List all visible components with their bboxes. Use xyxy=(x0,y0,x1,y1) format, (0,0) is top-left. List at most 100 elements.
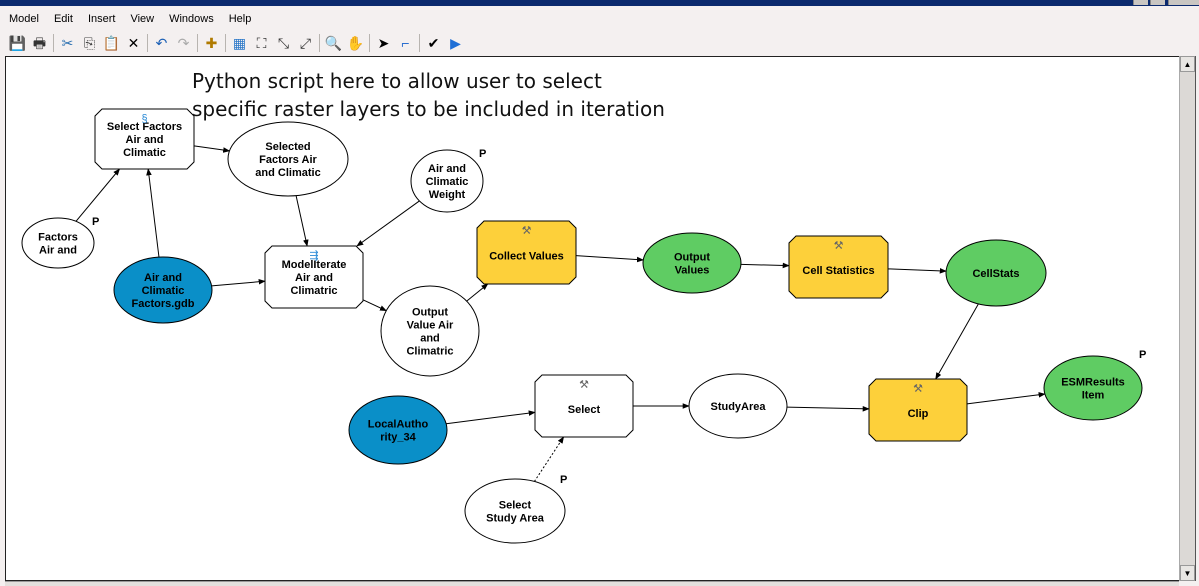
undo-button[interactable]: ↶ xyxy=(152,33,171,53)
menu-edit[interactable]: Edit xyxy=(53,13,73,25)
node-label: Factors.gdb xyxy=(132,298,195,310)
node-shape xyxy=(410,149,484,213)
node-shape xyxy=(94,108,195,170)
connector-select_study_area-to-select[interactable] xyxy=(533,436,565,482)
node-shape xyxy=(227,121,349,197)
model-annotation: Python script here to allow user to sele… xyxy=(192,67,665,123)
connector-study_area-to-clip[interactable] xyxy=(786,405,870,412)
node-label: Climatic xyxy=(426,176,469,188)
node-label: Select xyxy=(499,500,532,512)
connector-output_values-to-cell_statistics[interactable] xyxy=(740,262,790,269)
connector-air_gdb-to-model_iterate[interactable] xyxy=(211,278,266,287)
delete-icon: ✕ xyxy=(127,35,140,51)
node-label: Air and xyxy=(126,134,164,146)
full-extent-button[interactable]: ⛶ xyxy=(252,33,271,53)
annotation-line-2: specific raster layers to be included in… xyxy=(192,97,665,121)
paste-icon: 📋 xyxy=(102,35,121,51)
delete-button[interactable]: ✕ xyxy=(124,33,143,53)
hammer-icon: ⚒ xyxy=(834,240,844,252)
copy-button[interactable]: ⎘ xyxy=(80,33,99,53)
toolbar-separator xyxy=(419,34,420,52)
pan-button[interactable]: ✋ xyxy=(346,33,365,53)
connector-cell_statistics-to-cellstats[interactable] xyxy=(887,268,947,274)
cut-button[interactable]: ✂ xyxy=(58,33,77,53)
redo-button[interactable]: ↷ xyxy=(174,33,193,53)
node-shape xyxy=(1043,355,1143,421)
scroll-down-button[interactable]: ▼ xyxy=(1180,565,1195,581)
auto-layout-button[interactable]: ▦ xyxy=(230,33,249,53)
connect-button[interactable]: ⌐ xyxy=(396,33,415,53)
model-node-cellstats[interactable]: CellStats xyxy=(945,239,1047,307)
connector-model_iterate-to-output_value[interactable] xyxy=(362,299,387,312)
vertical-scrollbar[interactable]: ▲ ▼ xyxy=(1179,56,1196,581)
node-shape xyxy=(113,256,213,324)
node-shape xyxy=(380,285,480,377)
node-shape xyxy=(464,478,566,544)
connector-factors-to-select_factors[interactable] xyxy=(75,168,120,222)
connector-air_gdb-to-select_factors[interactable] xyxy=(146,168,160,258)
menu-view[interactable]: View xyxy=(130,13,155,25)
add-data-button[interactable]: ✚ xyxy=(202,33,221,53)
auto-layout-icon: ▦ xyxy=(232,35,247,51)
redo-icon: ↷ xyxy=(177,35,190,51)
connector-cellstats-to-clip[interactable] xyxy=(935,303,979,380)
add-data-icon: ✚ xyxy=(205,35,218,51)
script-icon: § xyxy=(141,113,147,125)
node-label: Climatic xyxy=(142,285,185,297)
node-label: rity_34 xyxy=(380,432,416,444)
toolbar-separator xyxy=(147,34,148,52)
model-node-clip[interactable]: Clip⚒ xyxy=(868,378,968,442)
node-label: Output xyxy=(412,307,448,319)
paste-button[interactable]: 📋 xyxy=(102,33,121,53)
node-label: Air and xyxy=(428,163,466,175)
connector-collect_values-to-output_values[interactable] xyxy=(575,255,644,263)
toolbar-separator xyxy=(369,34,370,52)
save-button[interactable]: 💾 xyxy=(8,33,27,53)
select-pointer-button[interactable]: ➤ xyxy=(374,33,393,53)
node-shape xyxy=(348,395,448,465)
print-button[interactable]: 🖶 xyxy=(30,33,49,53)
node-label: Select Factors xyxy=(107,121,182,133)
node-label: Factors xyxy=(38,232,78,244)
horizontal-scrollbar[interactable] xyxy=(5,581,1179,586)
pan-icon: ✋ xyxy=(346,35,365,51)
run-button[interactable]: ▶ xyxy=(446,33,465,53)
scroll-up-button[interactable]: ▲ xyxy=(1180,56,1195,72)
model-node-cell-statistics[interactable]: Cell Statistics⚒ xyxy=(788,235,889,299)
model-node-select[interactable]: Select⚒ xyxy=(534,374,634,438)
connector-selected_factors-to-model_iterate[interactable] xyxy=(295,195,309,247)
model-node-collect-values[interactable]: Collect Values⚒ xyxy=(476,220,577,285)
maximize-button[interactable] xyxy=(1150,0,1165,5)
zoom-in-button[interactable]: 🔍 xyxy=(324,33,343,53)
menu-insert[interactable]: Insert xyxy=(87,13,116,25)
menu-model[interactable]: Model xyxy=(9,13,39,25)
minimize-button[interactable] xyxy=(1133,0,1148,5)
connector-output_value-to-collect_values[interactable] xyxy=(466,283,489,302)
menu-help[interactable]: Help xyxy=(228,13,252,25)
fixed-zoom-out-button[interactable]: ⤢ xyxy=(296,33,315,53)
menu-windows[interactable]: Windows xyxy=(169,13,214,25)
model-node-study-area[interactable]: StudyArea xyxy=(688,373,788,439)
connector-local_authority-to-select[interactable] xyxy=(446,410,536,425)
connector-select_factors-to-selected_factors[interactable] xyxy=(193,145,231,153)
connector-clip-to-esm_results[interactable] xyxy=(966,392,1046,405)
connector-weight-to-model_iterate[interactable] xyxy=(356,200,420,247)
validate-button[interactable]: ✔ xyxy=(424,33,443,53)
fixed-zoom-in-button[interactable]: ⤡ xyxy=(274,33,293,53)
node-shape xyxy=(868,378,968,442)
node-label: StudyArea xyxy=(710,401,766,413)
close-button[interactable] xyxy=(1168,0,1199,5)
toolbar-separator xyxy=(225,34,226,52)
